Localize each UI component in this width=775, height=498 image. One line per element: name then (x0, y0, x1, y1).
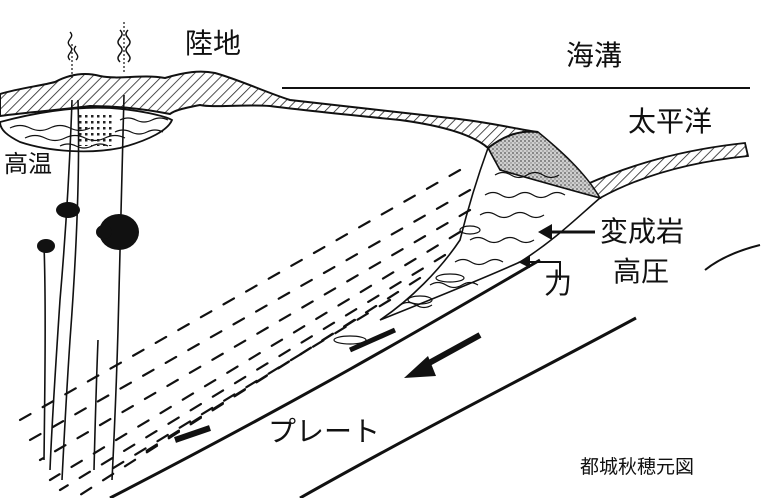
label-credit: 都城秋穂元図 (580, 456, 695, 478)
label-force: 力 (544, 267, 573, 300)
label-land: 陸地 (185, 27, 242, 60)
label-high-temp: 高温 (4, 150, 52, 178)
metamorphic-texture (333, 171, 566, 345)
volcano-right (117, 20, 131, 72)
label-trench: 海溝 (566, 39, 623, 72)
label-high-pressure: 高圧 (613, 255, 670, 288)
label-pacific: 太平洋 (628, 105, 713, 138)
metamorphic-pointer-arrow (538, 224, 595, 240)
magma-conduits (43, 94, 125, 481)
dashed-layers (18, 168, 472, 497)
continental-crust (0, 70, 539, 150)
metamorphic-wedge (379, 146, 602, 321)
plate-motion-arrow (404, 332, 482, 378)
subducting-plate (109, 258, 637, 498)
magma-blobs (37, 202, 139, 253)
label-metamorphic-rock: 変成岩 (600, 215, 685, 248)
ocean-crust-strip (583, 142, 750, 200)
magma-dotted-core (78, 112, 112, 146)
label-plate: プレート (268, 415, 381, 448)
force-pointer-arrow (518, 256, 561, 280)
crack-mark (704, 244, 761, 271)
volcano-left (67, 31, 79, 78)
